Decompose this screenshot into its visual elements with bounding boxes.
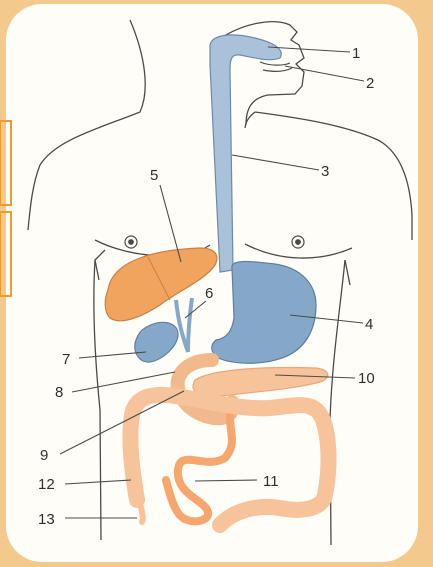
label-6: 6: [205, 285, 213, 302]
label-3: 3: [321, 163, 329, 180]
label-9: 9: [40, 447, 48, 464]
label-4: 4: [365, 316, 373, 333]
label-10: 10: [358, 370, 375, 387]
label-2: 2: [366, 75, 374, 92]
label-13: 13: [38, 511, 55, 528]
nipple-left-center: [129, 240, 134, 245]
label-12: 12: [38, 476, 55, 493]
label-8: 8: [55, 384, 63, 401]
label-1: 1: [352, 45, 360, 62]
nipple-right-center: [296, 240, 301, 245]
label-11: 11: [263, 473, 279, 490]
label-5: 5: [150, 167, 158, 184]
label-7: 7: [62, 351, 70, 368]
appendix: [140, 503, 143, 522]
